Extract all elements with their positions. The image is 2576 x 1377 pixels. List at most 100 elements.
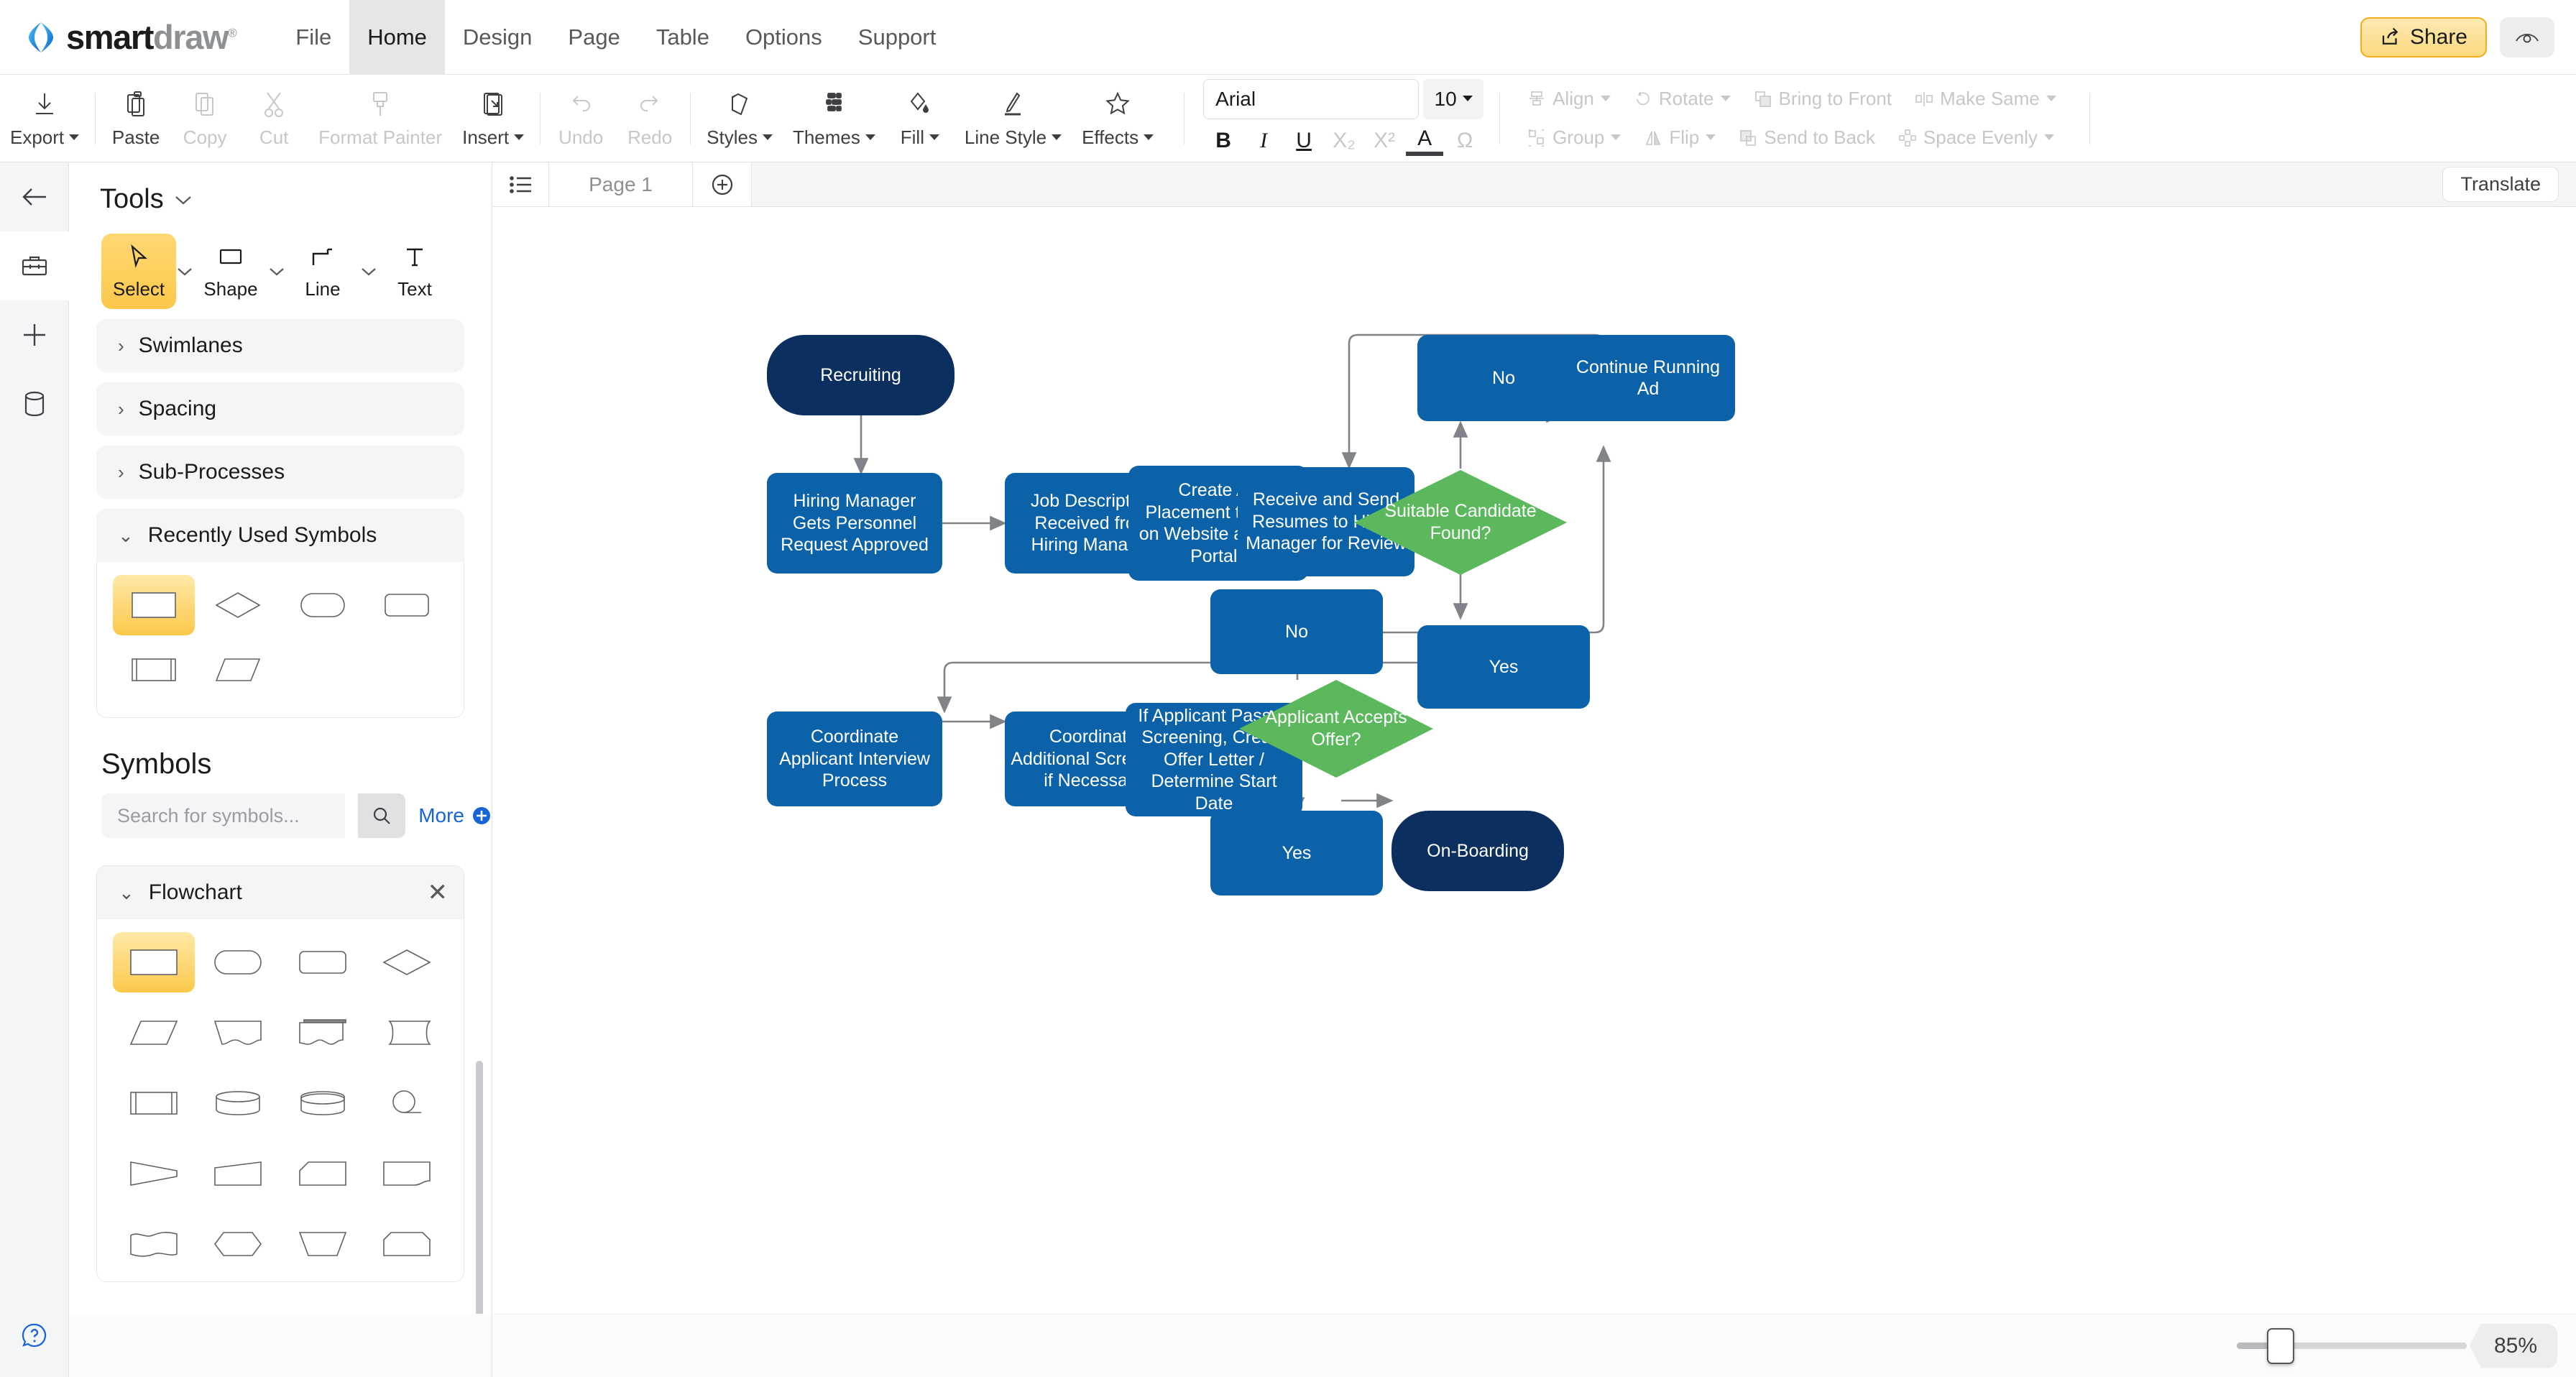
rail-back-button[interactable] — [0, 162, 69, 231]
paste-button[interactable]: Paste — [101, 80, 170, 157]
fill-button[interactable]: Fill — [886, 80, 954, 157]
format-painter-button[interactable]: Format Painter — [308, 80, 452, 157]
symbol-wave-document[interactable] — [113, 1214, 195, 1274]
bring-to-front-button[interactable]: Bring to Front — [1742, 83, 1904, 115]
rotate-button[interactable]: Rotate — [1622, 83, 1742, 115]
redo-button[interactable]: Redo — [615, 80, 684, 157]
symbol-merge-bowtie[interactable] — [113, 1143, 195, 1204]
symbol-manual-input[interactable] — [198, 1143, 280, 1204]
page-tab-1[interactable]: Page 1 — [549, 162, 693, 206]
group-button[interactable]: Group — [1516, 122, 1632, 154]
node-coordinate-interview[interactable]: Coordinate Applicant Interview Process — [767, 711, 942, 806]
recent-symbol-decision-diamond[interactable] — [198, 575, 280, 635]
symbol-process-rect[interactable] — [113, 932, 195, 993]
zoom-level-badge[interactable]: 85% — [2469, 1323, 2557, 1368]
line-style-button[interactable]: Line Style — [954, 80, 1072, 157]
rail-data-button[interactable] — [0, 369, 69, 438]
menu-item-file[interactable]: File — [295, 24, 332, 50]
themes-button[interactable]: Themes — [783, 80, 886, 157]
node-continue-running-ad[interactable]: Continue Running Ad — [1561, 335, 1735, 421]
tool-select-dropdown[interactable] — [176, 234, 193, 280]
zoom-slider-handle[interactable] — [2266, 1328, 2294, 1364]
node-yes-candidate[interactable]: Yes — [1417, 625, 1590, 709]
node-recruiting[interactable]: Recruiting — [767, 335, 954, 415]
more-symbols-link[interactable]: More — [418, 804, 492, 827]
tool-shape[interactable]: Shape — [193, 234, 268, 309]
bold-button[interactable]: B — [1215, 128, 1231, 152]
copy-button[interactable]: Copy — [170, 80, 239, 157]
symbol-decision-diamond[interactable] — [367, 932, 448, 993]
tool-select[interactable]: Select — [101, 234, 176, 309]
align-button[interactable]: Align — [1516, 83, 1622, 115]
brand-logo[interactable]: smartdraw® — [24, 17, 237, 57]
help-button[interactable] — [0, 1311, 69, 1361]
menu-item-home[interactable]: Home — [349, 0, 445, 75]
tool-shape-dropdown[interactable] — [268, 234, 285, 280]
tool-text[interactable]: Text — [377, 234, 452, 309]
send-to-back-button[interactable]: Send to Back — [1727, 122, 1887, 154]
menu-item-page[interactable]: Page — [568, 24, 620, 50]
font-family-input[interactable]: Arial — [1203, 78, 1420, 119]
superscript-button[interactable]: X² — [1374, 128, 1396, 152]
make-same-button[interactable]: Make Same — [1903, 83, 2068, 115]
symbol-terminator[interactable] — [198, 932, 280, 993]
recent-symbol-data-parallelogram[interactable] — [198, 640, 280, 700]
node-on-boarding[interactable]: On-Boarding — [1392, 811, 1564, 891]
symbol-loop-limit[interactable] — [367, 1214, 448, 1274]
menu-item-support[interactable]: Support — [857, 24, 937, 50]
symbol-card[interactable] — [282, 1143, 364, 1204]
symbol-multi-document[interactable] — [282, 1003, 364, 1063]
flip-button[interactable]: Flip — [1632, 122, 1727, 154]
tools-panel-title[interactable]: Tools — [69, 162, 492, 215]
node-no-offer[interactable]: No — [1210, 589, 1383, 674]
underline-button[interactable]: U — [1296, 128, 1312, 152]
symbol-data-parallelogram[interactable] — [113, 1003, 195, 1063]
recent-symbol-rounded-rect[interactable] — [367, 575, 448, 635]
undo-button[interactable]: Undo — [546, 80, 615, 157]
share-button[interactable]: Share — [2360, 17, 2487, 57]
page-list-button[interactable] — [493, 162, 549, 206]
rail-add-button[interactable] — [0, 300, 69, 369]
recent-symbol-terminator[interactable] — [282, 575, 364, 635]
diagram-canvas[interactable]: Recruiting Hiring Manager Gets Personnel… — [493, 207, 2576, 1314]
zoom-slider[interactable]: 85% — [2236, 1323, 2557, 1368]
recent-symbol-process-rect[interactable] — [113, 575, 195, 635]
node-hiring-manager-approval[interactable]: Hiring Manager Gets Personnel Request Ap… — [767, 473, 942, 574]
symbol-internal-storage[interactable] — [367, 1143, 448, 1204]
symbol-stored-data[interactable] — [367, 1003, 448, 1063]
node-suitable-candidate-decision[interactable]: Suitable Candidate Found? — [1353, 469, 1568, 576]
translate-button[interactable]: Translate — [2442, 167, 2559, 202]
preview-button[interactable] — [2500, 17, 2554, 57]
accordion-spacing[interactable]: › Spacing — [96, 382, 464, 436]
zoom-slider-track[interactable] — [2236, 1328, 2467, 1364]
accordion-sub-processes[interactable]: › Sub-Processes — [96, 446, 464, 499]
italic-button[interactable]: I — [1260, 128, 1268, 152]
symbol-direct-access-storage[interactable] — [198, 1073, 280, 1133]
node-yes-offer[interactable]: Yes — [1210, 811, 1383, 895]
effects-button[interactable]: Effects — [1072, 80, 1164, 157]
menu-item-options[interactable]: Options — [745, 24, 822, 50]
add-page-button[interactable] — [693, 162, 752, 206]
symbol-search-button[interactable] — [358, 793, 406, 838]
space-evenly-button[interactable]: Space Evenly — [1887, 122, 2066, 154]
insert-button[interactable]: Insert — [452, 80, 534, 157]
symbol-document[interactable] — [198, 1003, 280, 1063]
flowchart-library-header[interactable]: ⌄ Flowchart ✕ — [97, 866, 464, 919]
export-button[interactable]: Export — [0, 80, 89, 157]
font-size-select[interactable]: 10 — [1423, 78, 1484, 119]
tool-line-dropdown[interactable] — [360, 234, 377, 280]
symbol-search-input[interactable]: Search for symbols... — [101, 793, 346, 838]
accordion-swimlanes[interactable]: › Swimlanes — [96, 319, 464, 372]
menu-item-design[interactable]: Design — [462, 24, 533, 50]
node-applicant-accepts-decision[interactable]: Applicant Accepts Offer? — [1238, 678, 1435, 779]
accordion-recently-used-symbols[interactable]: ⌄ Recently Used Symbols — [96, 509, 464, 562]
symbol-preparation-hexagon[interactable] — [198, 1214, 280, 1274]
symbol-button[interactable]: Ω — [1456, 128, 1473, 152]
subscript-button[interactable]: X₂ — [1333, 128, 1356, 152]
menu-item-table[interactable]: Table — [656, 24, 709, 50]
styles-button[interactable]: Styles — [696, 80, 783, 157]
symbol-manual-operation[interactable] — [282, 1214, 364, 1274]
rail-toolbox-button[interactable] — [0, 231, 69, 300]
close-icon[interactable]: ✕ — [427, 879, 448, 906]
symbol-predefined-process[interactable] — [113, 1073, 195, 1133]
